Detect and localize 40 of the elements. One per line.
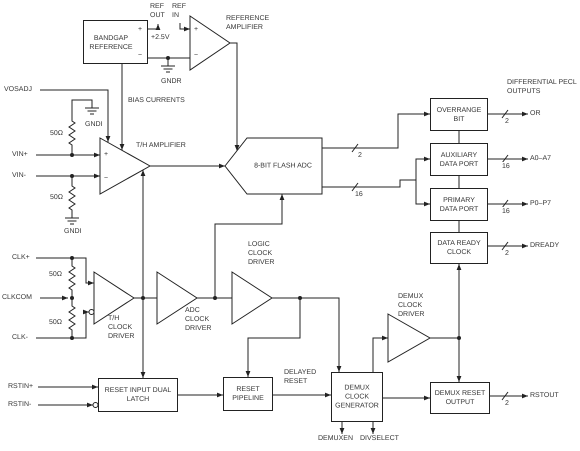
arrow bbox=[36, 258, 94, 286]
block-box bbox=[430, 98, 488, 131]
arrow bbox=[120, 64, 124, 150]
arrow bbox=[36, 174, 100, 178]
arrow bbox=[488, 244, 528, 248]
arrow bbox=[382, 396, 430, 400]
arrow bbox=[490, 394, 528, 398]
arrow bbox=[370, 422, 376, 434]
block-box bbox=[223, 377, 273, 411]
arrow bbox=[36, 152, 100, 158]
block-box bbox=[430, 382, 490, 414]
arrow bbox=[38, 384, 98, 390]
arrow bbox=[340, 422, 344, 434]
arrow bbox=[430, 338, 462, 382]
arrow bbox=[246, 298, 300, 378]
block-box bbox=[430, 143, 488, 176]
arrow bbox=[148, 24, 160, 30]
block-box bbox=[331, 372, 383, 422]
block-box bbox=[83, 20, 148, 64]
arrow bbox=[272, 392, 332, 398]
arrow bbox=[36, 310, 90, 338]
arrow bbox=[150, 164, 226, 168]
arrow bbox=[38, 402, 94, 408]
arrow bbox=[178, 392, 224, 398]
connector-line bbox=[458, 130, 460, 144]
connector-line bbox=[458, 176, 460, 188]
block-box bbox=[430, 188, 488, 221]
arrow bbox=[488, 202, 528, 206]
block-box bbox=[430, 232, 488, 264]
arrow bbox=[180, 22, 190, 32]
arrow bbox=[40, 296, 68, 300]
arrow bbox=[488, 156, 528, 162]
arrow bbox=[230, 42, 240, 152]
block-box bbox=[98, 378, 178, 412]
arrow bbox=[40, 90, 110, 142]
arrow bbox=[322, 180, 430, 206]
arrow bbox=[322, 112, 430, 148]
connector-line bbox=[458, 220, 460, 232]
arrow bbox=[372, 336, 388, 372]
arrow bbox=[488, 112, 528, 116]
